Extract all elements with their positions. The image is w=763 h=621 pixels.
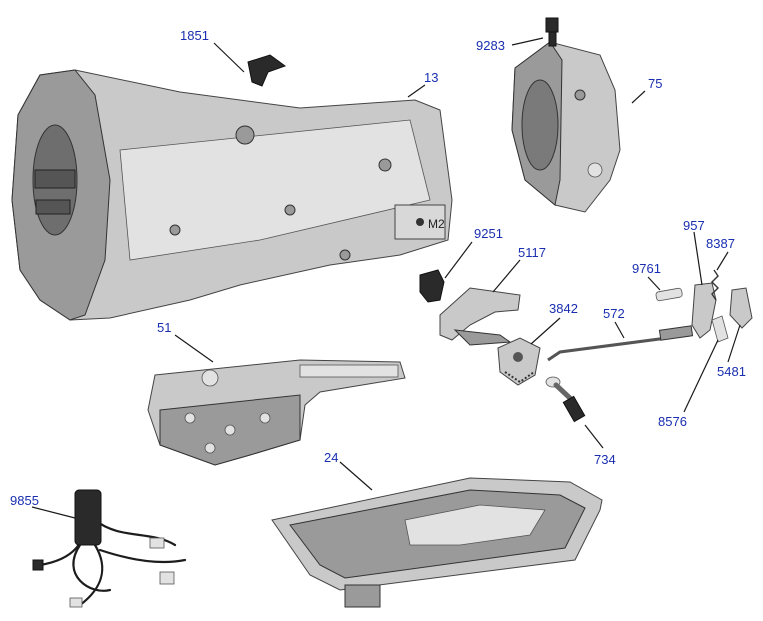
- callout-734: 734: [594, 452, 616, 467]
- callout-3842: 3842: [549, 301, 578, 316]
- callout-8387: 8387: [706, 236, 735, 251]
- callout-9855: 9855: [10, 493, 39, 508]
- callout-5117: 5117: [518, 245, 546, 260]
- callout-1851: 1851: [180, 28, 209, 43]
- callout-9283: 9283: [476, 38, 505, 53]
- bracket-5481: [729, 287, 753, 329]
- callout-51: 51: [157, 320, 171, 335]
- callout-75: 75: [648, 76, 662, 91]
- manual-shaft-734: [545, 376, 586, 423]
- callout-572: 572: [603, 306, 625, 321]
- spring-8387: [711, 269, 719, 301]
- transmission-case: M2: [11, 69, 453, 321]
- callout-13: 13: [424, 70, 438, 85]
- extension-housing: [511, 41, 621, 213]
- callout-8576: 8576: [658, 414, 687, 429]
- callout-9761: 9761: [632, 261, 661, 276]
- detent-lever-3842: [497, 337, 541, 386]
- wiring-harness: [32, 489, 187, 608]
- callout-5481: 5481: [717, 364, 746, 379]
- link-8576: [711, 315, 729, 343]
- pin-9761: [655, 287, 683, 302]
- sensor-9251: [419, 269, 445, 303]
- valve-body: [147, 359, 406, 466]
- callout-957: 957: [683, 218, 705, 233]
- leader-lines: [31, 37, 741, 519]
- callout-24: 24: [324, 450, 338, 465]
- callout-labels: 1851 13 9283 75 9251 5117 957 8387 9761 …: [10, 28, 746, 508]
- case-stamp: M2: [428, 217, 445, 231]
- bracket-5117: [439, 287, 521, 346]
- shift-rod-572: [547, 325, 694, 362]
- callout-9251: 9251: [474, 226, 503, 241]
- oil-pan: [271, 477, 603, 608]
- sensor-9283: [545, 17, 559, 47]
- lever-957: [691, 282, 717, 339]
- sensor-1851: [247, 54, 287, 87]
